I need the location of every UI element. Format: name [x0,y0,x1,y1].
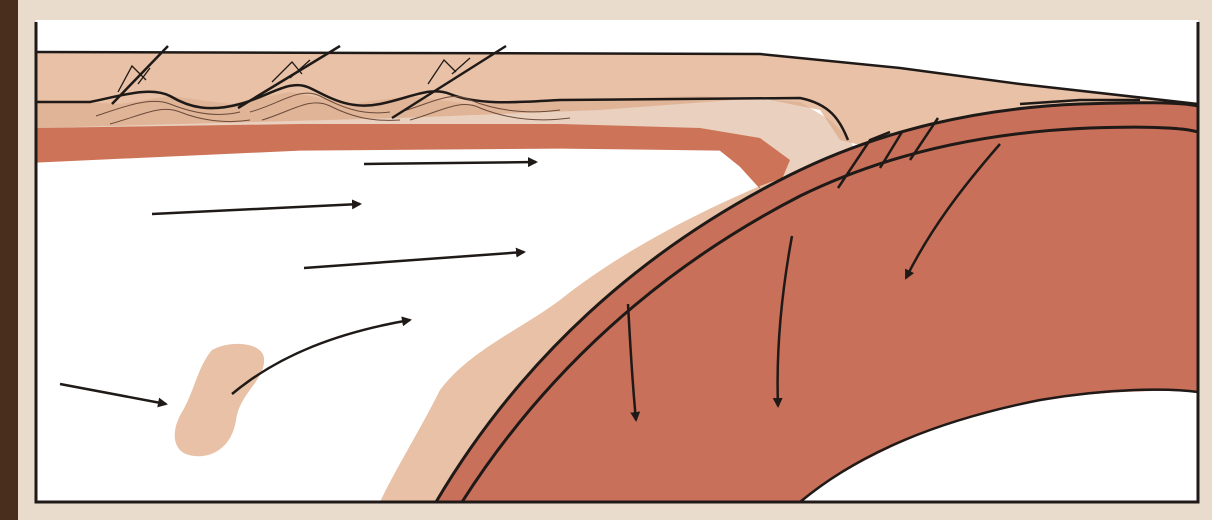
subduction-diagram [0,0,1212,520]
diagram-frame [0,0,1212,520]
